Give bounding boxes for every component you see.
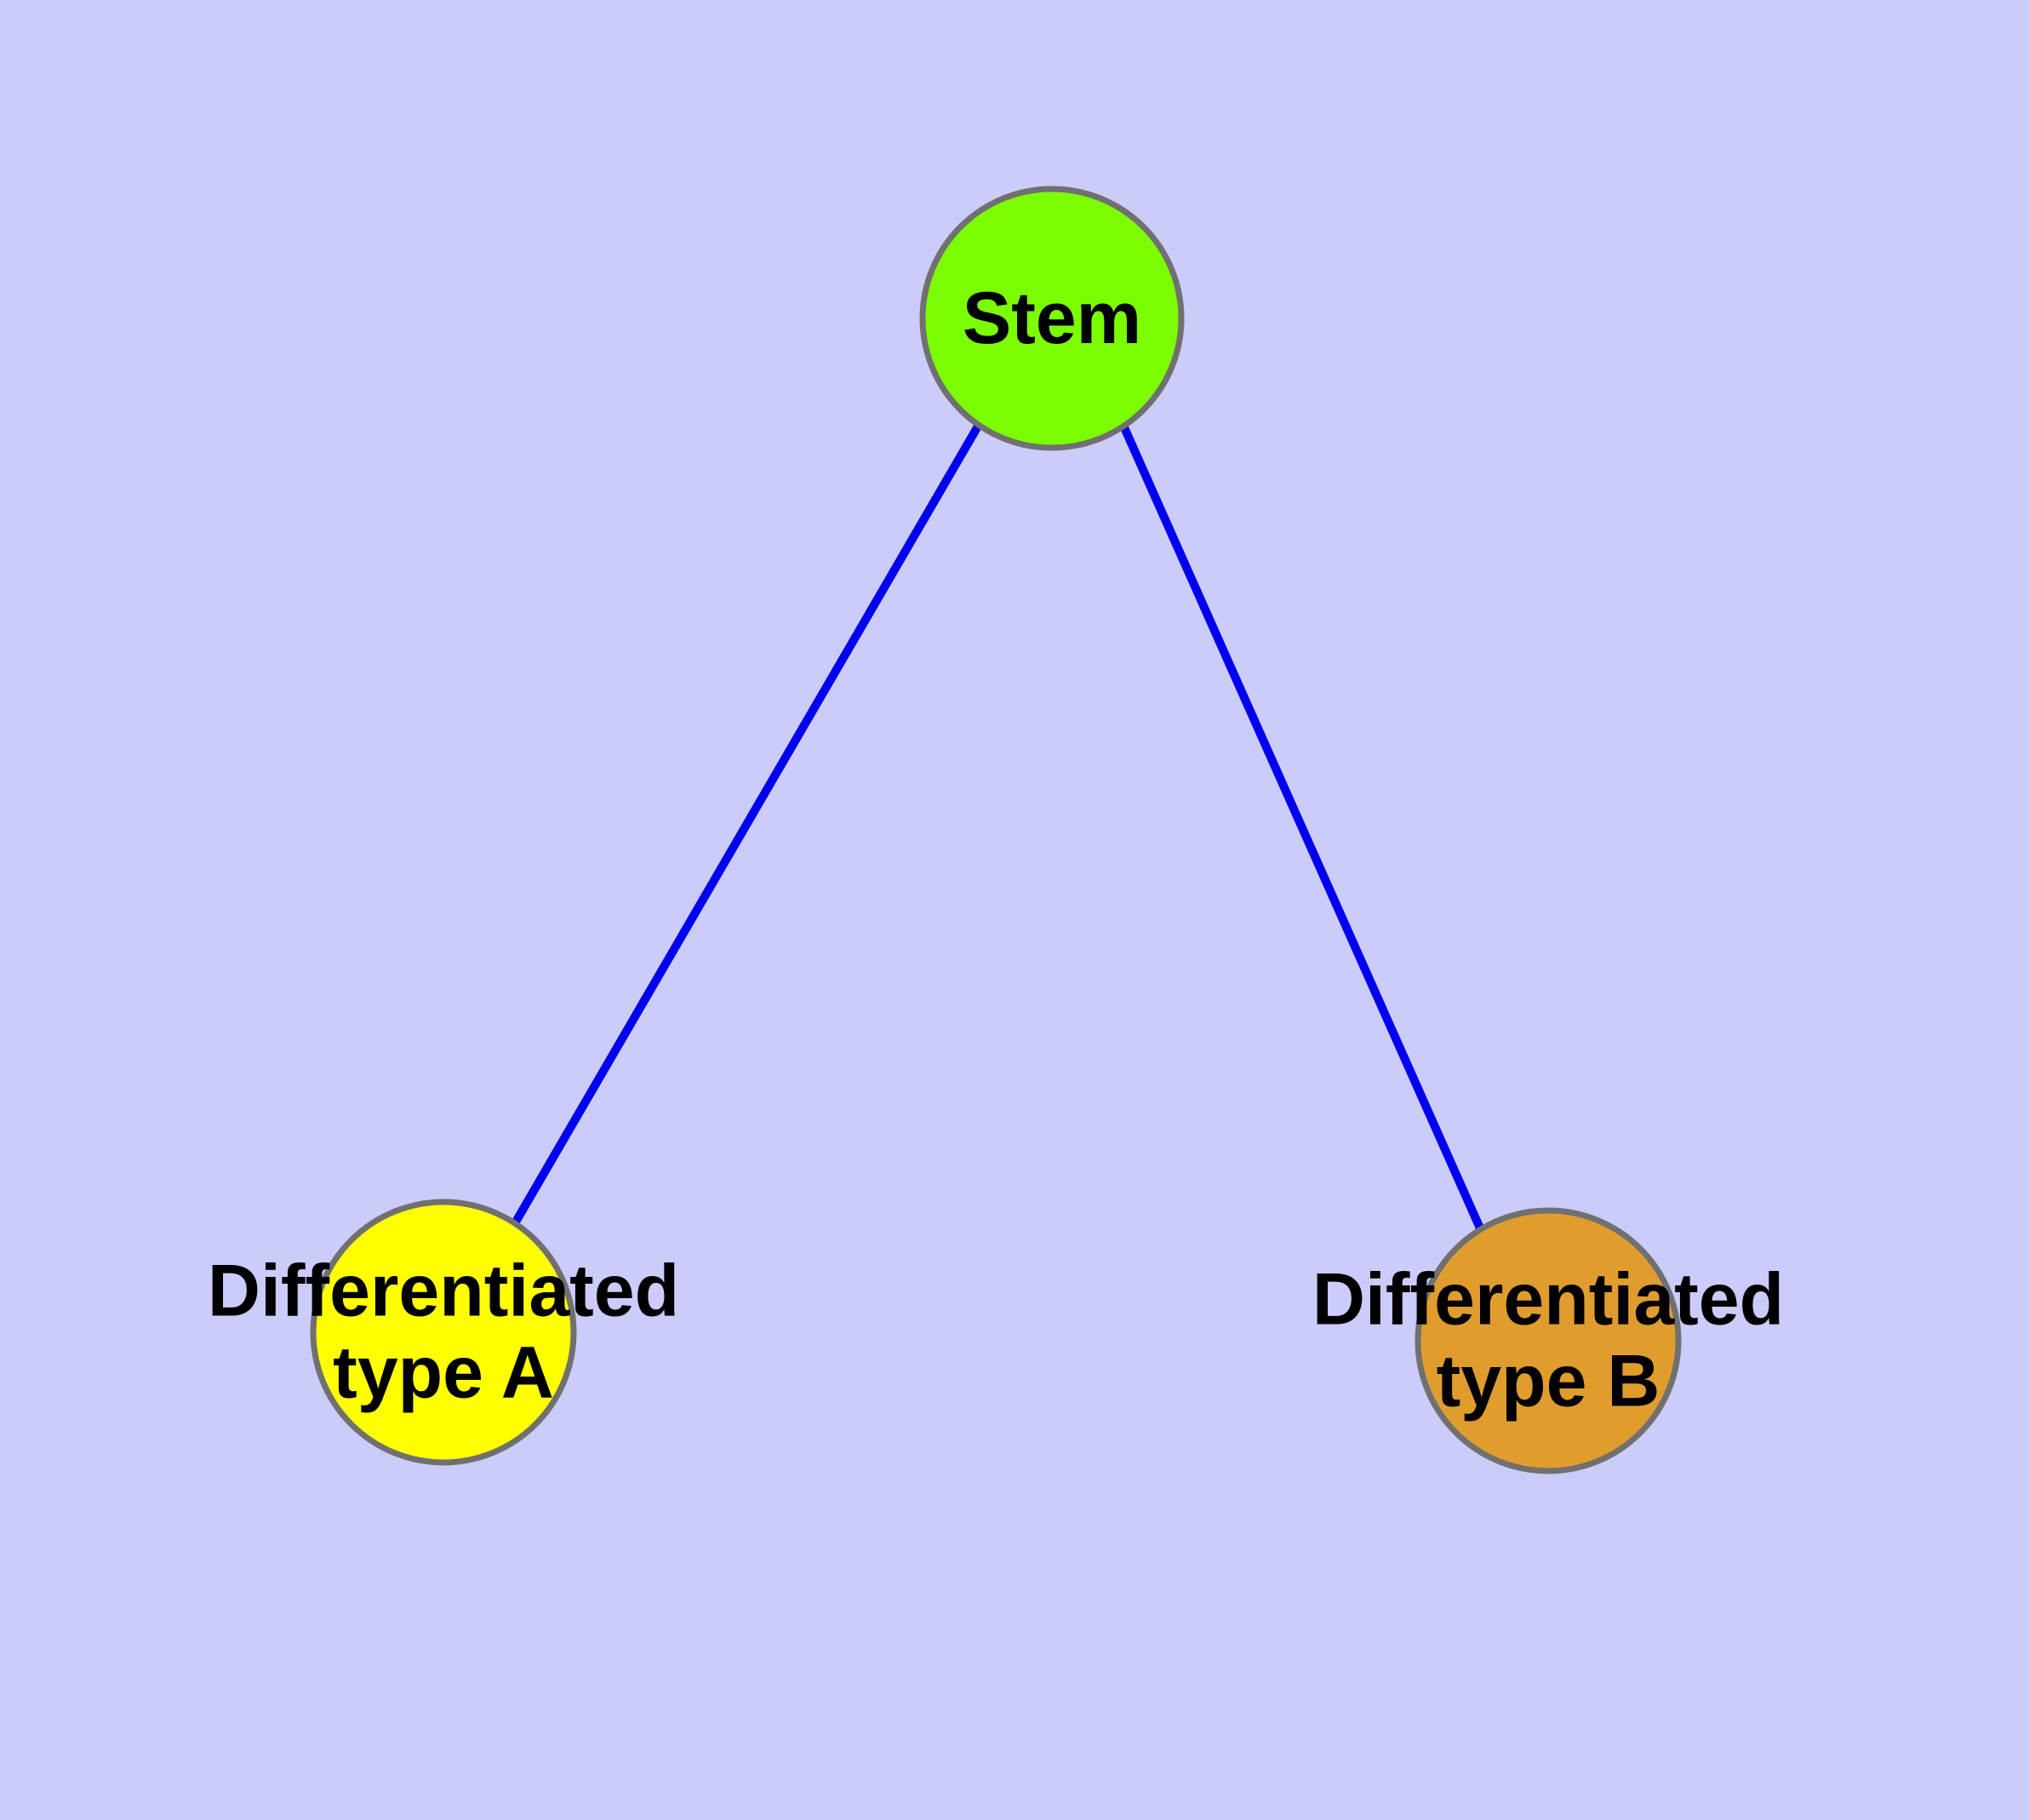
nodes-group bbox=[310, 186, 1682, 1474]
edges-group bbox=[511, 422, 1485, 1233]
node-stem[interactable] bbox=[919, 186, 1185, 451]
node-differentiated-type-a[interactable] bbox=[310, 1199, 577, 1466]
edge-stem-to-differentiated-type-b[interactable] bbox=[1119, 423, 1485, 1233]
edge-stem-to-differentiated-type-a[interactable] bbox=[511, 422, 983, 1226]
node-differentiated-type-b[interactable] bbox=[1415, 1207, 1682, 1474]
